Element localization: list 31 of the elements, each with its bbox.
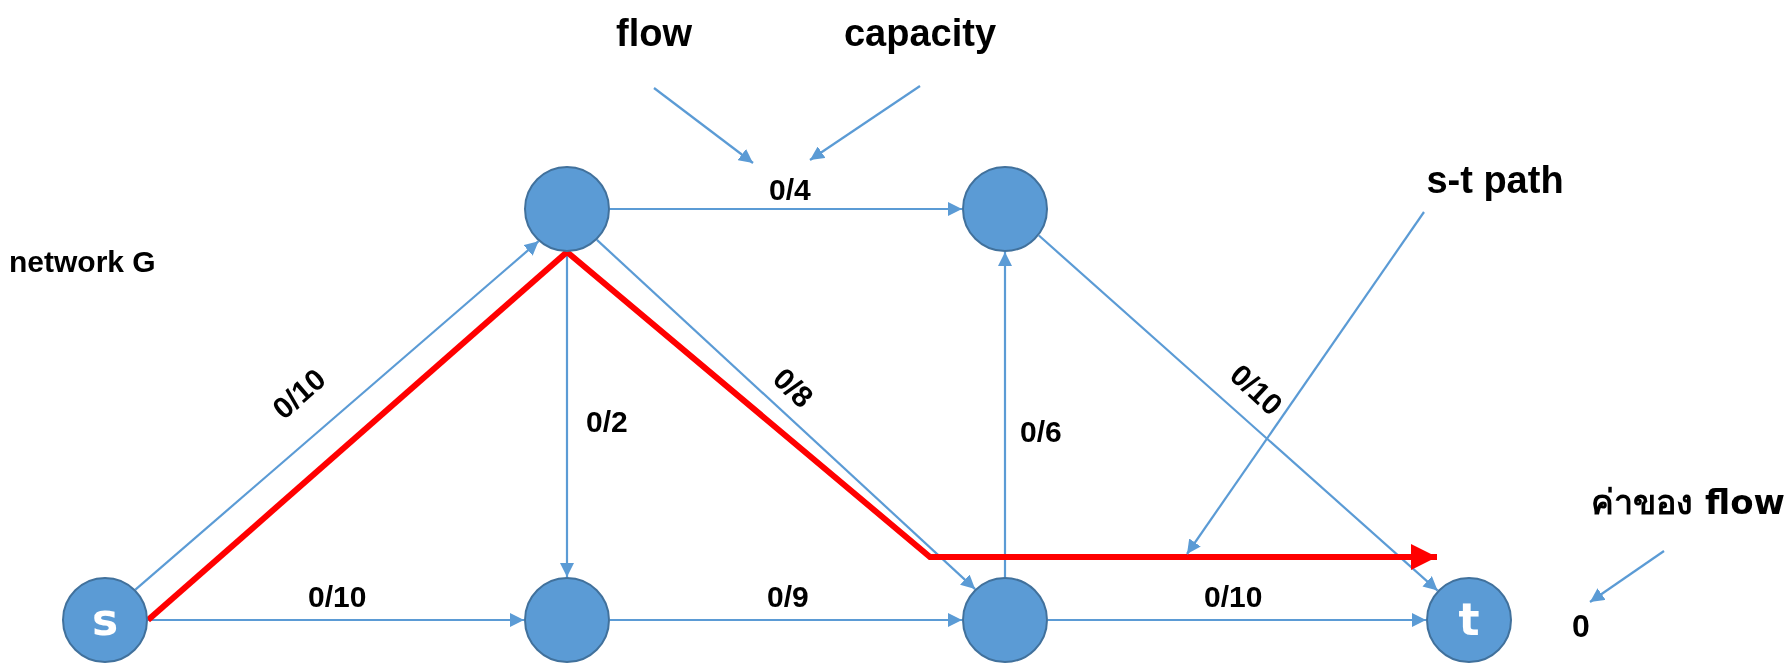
annotation-text: 0	[1572, 607, 1590, 645]
edge-label: 0/10	[1223, 357, 1290, 423]
edge-label: 0/4	[769, 173, 811, 207]
edge-arrow	[1038, 234, 1439, 592]
edge-label: 0/10	[308, 580, 367, 614]
leader-arrow	[653, 87, 754, 164]
path-arrow	[565, 249, 1437, 570]
annotation-text: flow	[616, 11, 692, 55]
annotation-text: s-t path	[1426, 158, 1564, 202]
edge-label: 0/8	[766, 361, 820, 415]
edge-label: 0/9	[767, 580, 809, 614]
edge-arrow	[596, 239, 976, 590]
annotation-text: capacity	[843, 11, 997, 55]
leader-arrow	[809, 85, 921, 161]
node-circle	[1426, 577, 1512, 663]
leader-arrow	[1186, 211, 1425, 555]
edge-arrow	[610, 613, 962, 627]
leader-arrow	[1589, 550, 1665, 603]
edge-arrow	[134, 240, 540, 591]
edge-label: 0/2	[586, 405, 628, 439]
node-label: s	[91, 598, 119, 642]
edge-arrow	[1048, 613, 1426, 627]
edge-label: 0/10	[266, 362, 333, 426]
annotation-text: ค่าของ flow	[1591, 475, 1785, 529]
graph-name-label: network G	[9, 245, 156, 279]
edge-arrow	[998, 252, 1012, 577]
edge-arrow	[610, 202, 962, 216]
edge-label: 0/6	[1020, 415, 1062, 449]
edge-label: 0/10	[1204, 580, 1263, 614]
node-label: t	[1458, 598, 1480, 642]
node-circle	[962, 577, 1048, 663]
